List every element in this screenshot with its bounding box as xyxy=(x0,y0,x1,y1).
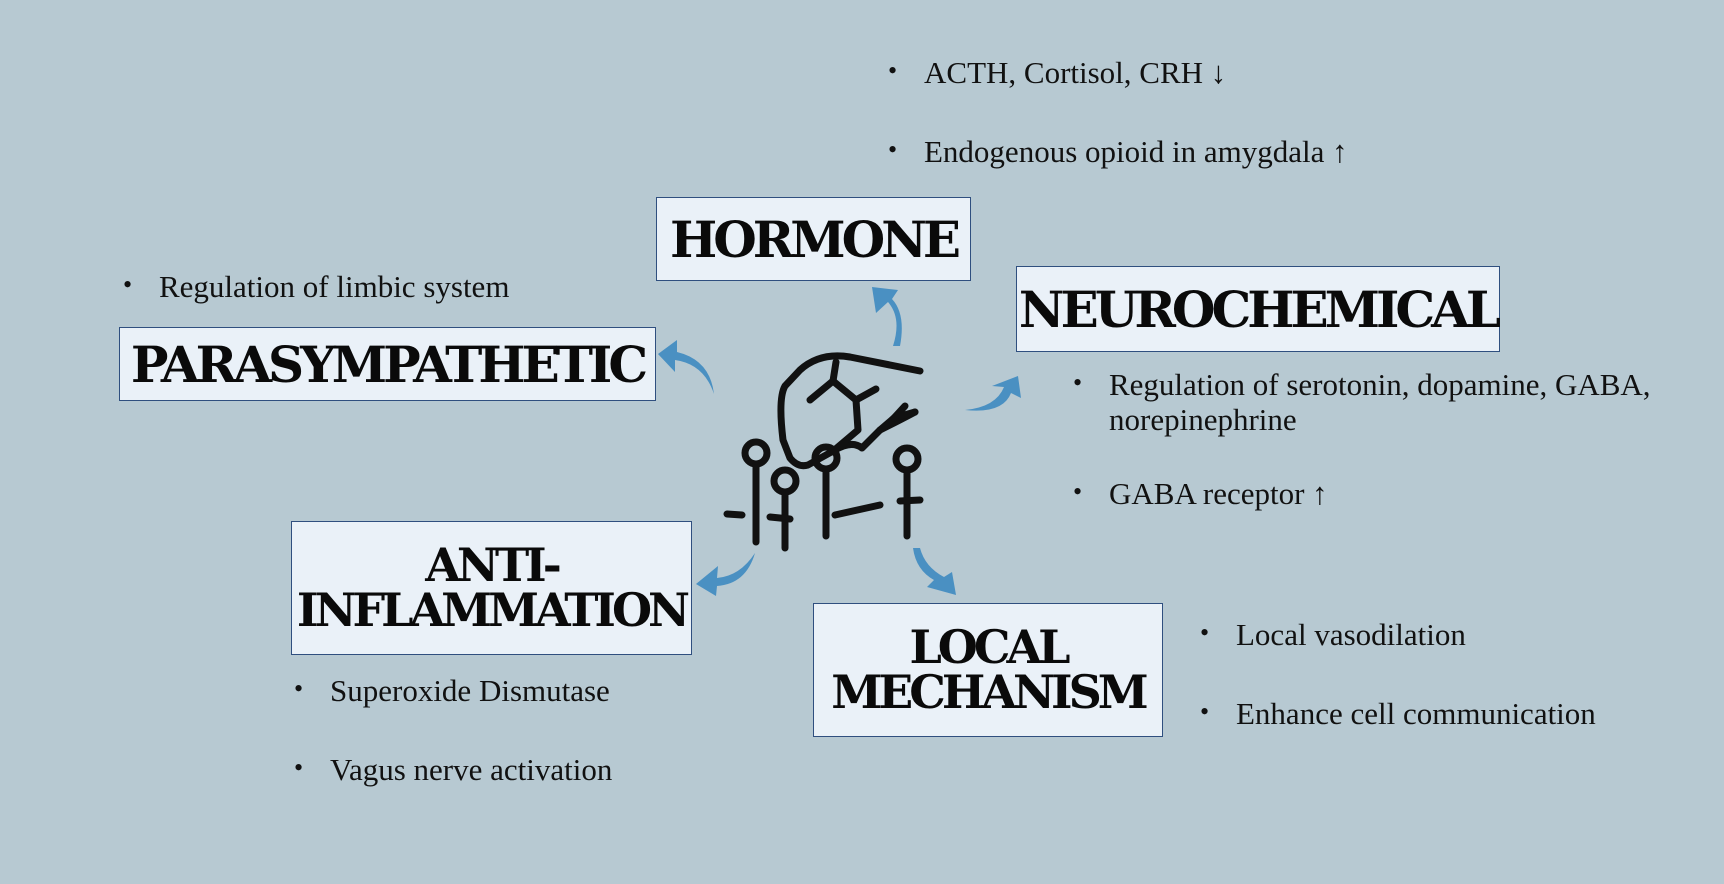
hormone-title: HORMONE xyxy=(669,209,961,269)
neurochemical-bullets: Regulation of serotonin, dopamine, GABA,… xyxy=(1073,367,1713,512)
local-mechanism-bullets: Local vasodilation Enhance cell communic… xyxy=(1200,617,1596,732)
arrow-to-hormone xyxy=(872,287,902,346)
hormone-bullets: ACTH, Cortisol, CRH ↓ Endogenous opioid … xyxy=(888,55,1348,170)
anti-inflammation-bullets: Superoxide Dismutase Vagus nerve activat… xyxy=(294,673,612,788)
arrow-to-anti-inflammation xyxy=(696,553,755,596)
parasympathetic-bullet: Regulation of limbic system xyxy=(123,269,509,305)
arrow-to-neurochemical xyxy=(965,376,1021,411)
neurochemical-bullet: Regulation of serotonin, dopamine, GABA,… xyxy=(1073,367,1713,437)
anti-inflammation-title: ANTI- INFLAMMATION xyxy=(296,537,690,637)
neurochemical-bullet: GABA receptor ↑ xyxy=(1073,477,1713,512)
anti-inflammation-bullet: Superoxide Dismutase xyxy=(294,673,612,709)
arrows xyxy=(658,287,1021,596)
anti-inflammation-bullet: Vagus nerve activation xyxy=(294,752,612,788)
hormone-bullet: ACTH, Cortisol, CRH ↓ xyxy=(888,55,1348,91)
hormone-bullet: Endogenous opioid in amygdala ↑ xyxy=(888,134,1348,170)
neurochemical-box: NEUROCHEMICAL xyxy=(1016,266,1501,352)
arrow-to-local-mechanism xyxy=(913,548,956,595)
neurochemical-title: NEUROCHEMICAL xyxy=(1018,279,1501,339)
arrow-to-parasympathetic xyxy=(658,340,714,394)
acupuncture-hand-icon xyxy=(723,352,924,552)
local-mechanism-bullet: Enhance cell communication xyxy=(1200,696,1596,732)
local-mechanism-title: LOCAL MECHANISM xyxy=(831,619,1148,719)
parasympathetic-title: PARASYMPATHETIC xyxy=(130,334,648,394)
parasympathetic-box: PARASYMPATHETIC xyxy=(119,327,656,401)
hormone-box: HORMONE xyxy=(656,197,971,281)
parasympathetic-bullets: Regulation of limbic system xyxy=(123,269,509,305)
local-mechanism-bullet: Local vasodilation xyxy=(1200,617,1596,653)
local-mechanism-box: LOCAL MECHANISM xyxy=(813,603,1163,737)
anti-inflammation-box: ANTI- INFLAMMATION xyxy=(291,521,692,655)
